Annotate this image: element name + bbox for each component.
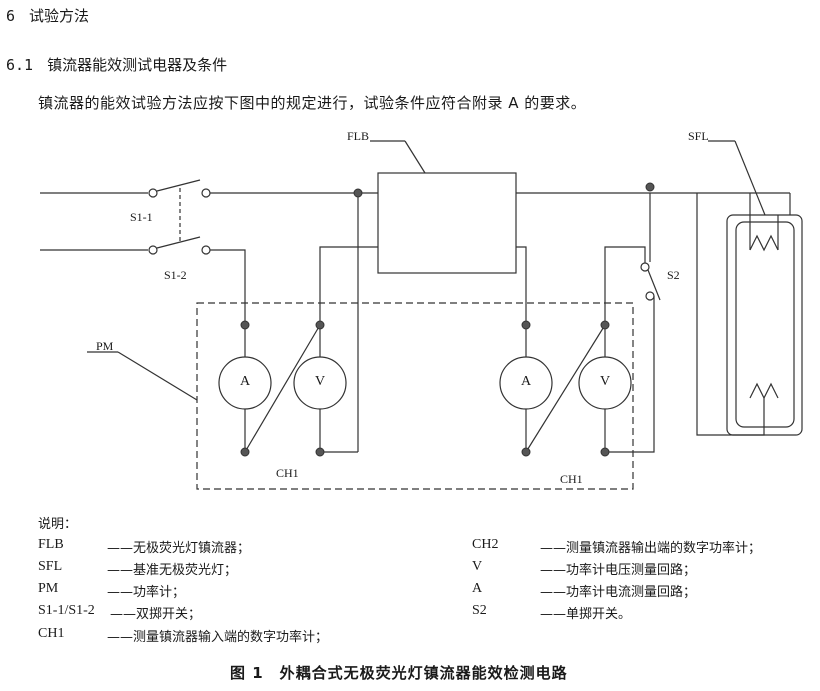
wire-left-diag	[244, 324, 321, 453]
section-6-number: 6	[6, 7, 16, 25]
label-sfl: SFL	[688, 129, 709, 143]
sfl-filament-bottom	[749, 382, 779, 400]
s1-2-blade	[156, 236, 201, 249]
flb-leader-diag	[404, 140, 426, 174]
figure-caption: 图 1 外耦合式无极荧光灯镇流器能效检测电路	[230, 664, 568, 682]
ch1-dashed-frame	[196, 302, 634, 490]
right-ammeter-circle	[499, 356, 553, 410]
legend-code: S2	[472, 603, 487, 618]
sfl-lamp-inner	[735, 221, 795, 428]
label-s2: S2	[667, 268, 680, 282]
legend-code: V	[472, 559, 483, 574]
node-right-v-bottom	[600, 447, 610, 457]
node-right-a-bottom	[521, 447, 531, 457]
legend-code: CH1	[38, 626, 65, 641]
legend-desc: ——双掷开关；	[110, 607, 202, 622]
legend-desc: ——测量镇流器输入端的数字功率计；	[107, 630, 329, 645]
node-right-a-top	[521, 320, 531, 330]
label-ch1-right: CH1	[560, 472, 583, 486]
wire-right-diag	[525, 324, 606, 453]
node-left-v-top	[315, 320, 325, 330]
section-6-1-title: 镇流器能效测试电器及条件	[47, 56, 228, 74]
label-ch1-left: CH1	[276, 466, 299, 480]
legend-heading: 说明：	[38, 517, 78, 532]
s2-blade	[647, 269, 661, 301]
s1-2-pivot	[148, 245, 158, 255]
legend-desc: ——功率计；	[107, 585, 186, 600]
wire-flb-to-left-v	[319, 246, 378, 325]
node-s2-top	[645, 182, 655, 192]
left-voltmeter-circle	[293, 356, 347, 410]
label-s1-2: S1-2	[164, 268, 187, 282]
section-6-1-heading: 6.1 镇流器能效测试电器及条件	[6, 54, 227, 75]
wire-flb-to-right-a	[516, 246, 527, 325]
node-left-v-bottom	[315, 447, 325, 457]
left-ammeter-circle	[218, 356, 272, 410]
sfl-leader-diag	[734, 140, 766, 216]
flb-box	[377, 172, 517, 274]
legend-code: S1-1/S1-2	[38, 603, 95, 618]
label-flb: FLB	[347, 129, 370, 143]
node-top-flb	[353, 188, 363, 198]
sfl-filament-top	[749, 234, 779, 252]
legend-desc: ——测量镇流器输出端的数字功率计；	[540, 541, 762, 556]
s1-1-pivot	[148, 188, 158, 198]
s1-1-blade	[156, 179, 201, 192]
label-pm: PM	[96, 339, 114, 353]
section-6-1-number: 6.1	[6, 56, 34, 74]
s2-contact-bottom	[645, 291, 655, 301]
legend-code: CH2	[472, 537, 499, 552]
wire-s2-to-right-v	[604, 246, 646, 325]
right-voltmeter-circle	[578, 356, 632, 410]
legend-code: SFL	[38, 559, 63, 574]
meter-right-v: V	[600, 374, 611, 389]
s2-contact-top	[640, 262, 650, 272]
node-left-a-top	[240, 320, 250, 330]
sfl-return	[696, 193, 765, 436]
s1-1-contact	[201, 188, 211, 198]
node-right-v-top	[600, 320, 610, 330]
legend-desc: ——无极荧光灯镇流器；	[107, 541, 251, 556]
legend-desc: ——功率计电流测量回路；	[540, 585, 697, 600]
legend-desc: ——基准无极荧光灯；	[107, 563, 238, 578]
s1-2-contact	[201, 245, 211, 255]
wire-s2-down-right	[605, 305, 655, 453]
section-6-heading: 6 试验方法	[6, 5, 89, 26]
meter-right-a: A	[521, 374, 532, 389]
label-s1-1: S1-1	[130, 210, 153, 224]
pm-leader-diag	[117, 351, 198, 401]
section-6-title: 试验方法	[29, 7, 90, 25]
meter-left-a: A	[240, 374, 251, 389]
legend-code: FLB	[38, 537, 64, 552]
meter-left-v: V	[315, 374, 326, 389]
intro-paragraph: 镇流器的能效试验方法应按下图中的规定进行，试验条件应符合附录 A 的要求。	[38, 94, 587, 112]
wire-s1-2-to-ammeter	[210, 249, 246, 325]
legend-code: A	[472, 581, 483, 596]
legend-desc: ——功率计电压测量回路；	[540, 563, 697, 578]
legend-code: PM	[38, 581, 59, 596]
node-left-a-bottom	[240, 447, 250, 457]
legend-desc: ——单掷开关。	[540, 607, 632, 622]
